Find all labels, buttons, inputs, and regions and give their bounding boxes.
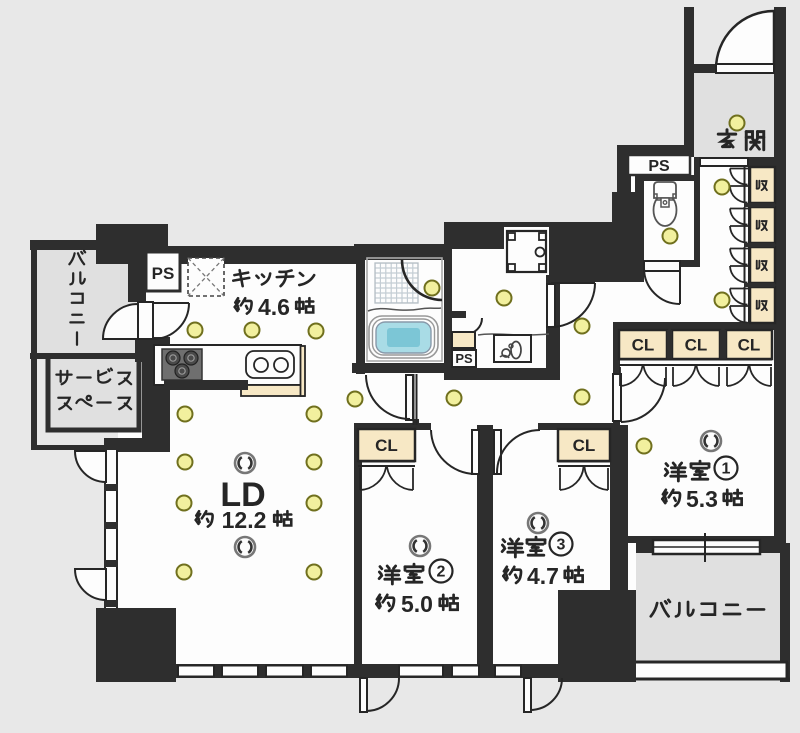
svg-text:1: 1 — [722, 461, 731, 478]
svg-text:5.3: 5.3 — [686, 486, 718, 512]
svg-text:PS: PS — [455, 351, 473, 366]
svg-text:LD: LD — [220, 476, 265, 514]
svg-text:CL: CL — [632, 336, 655, 355]
svg-text:PS: PS — [152, 264, 175, 283]
svg-text:2: 2 — [437, 564, 446, 581]
svg-text:CL: CL — [573, 436, 596, 455]
svg-text:PS: PS — [648, 158, 670, 175]
svg-text:5.0: 5.0 — [401, 591, 433, 617]
svg-text:12.2: 12.2 — [222, 507, 267, 533]
svg-text:4.6: 4.6 — [258, 294, 290, 320]
svg-text:4.7: 4.7 — [527, 563, 559, 589]
svg-text:CL: CL — [375, 436, 398, 455]
svg-text:CL: CL — [685, 336, 708, 355]
svg-text:CL: CL — [738, 336, 761, 355]
svg-text:3: 3 — [557, 537, 566, 554]
